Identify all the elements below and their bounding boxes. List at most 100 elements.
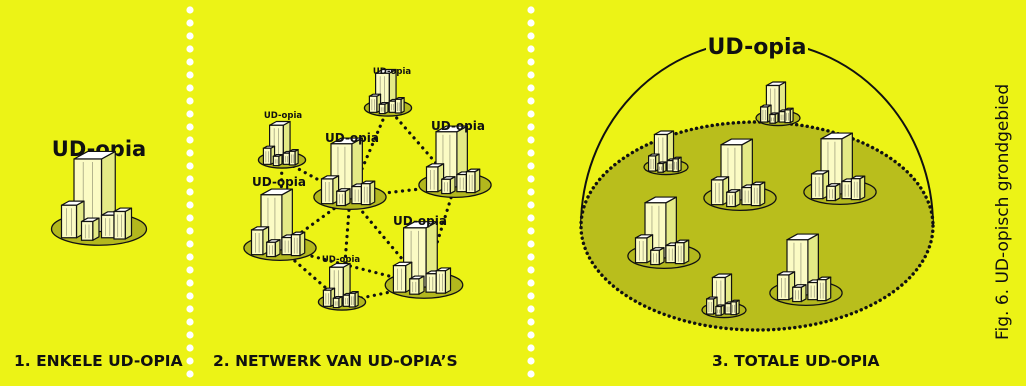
building-face <box>60 204 78 239</box>
separator-dot <box>527 201 535 209</box>
separator-dot <box>527 214 535 222</box>
separator-dot <box>527 292 535 300</box>
network-link <box>348 195 426 287</box>
separator-dot <box>527 227 535 235</box>
building-face <box>368 95 378 113</box>
territory-clusters <box>627 81 877 319</box>
separator-dot <box>186 123 194 131</box>
building-face <box>342 294 351 307</box>
network-cluster-label: UD-opia <box>264 111 302 121</box>
building-face <box>388 100 397 113</box>
building-side <box>683 239 690 265</box>
building-face <box>456 173 467 193</box>
separator-dot <box>527 123 535 131</box>
building-face <box>348 292 356 308</box>
building-face <box>826 185 836 202</box>
separator-dot <box>527 188 535 196</box>
territory-cluster <box>755 81 801 127</box>
separator-dot <box>527 370 535 378</box>
territory-ellipse <box>579 120 935 332</box>
building-face <box>290 234 301 257</box>
network-cluster-right <box>418 125 492 198</box>
building-face <box>710 179 724 206</box>
separator-dot <box>186 97 194 105</box>
building-face <box>100 214 115 239</box>
network-cluster-bottom-right <box>384 221 464 299</box>
territory-cluster <box>643 130 689 176</box>
separator-dot <box>186 110 194 118</box>
separator-dot <box>186 45 194 53</box>
building-face <box>441 178 451 195</box>
building-face <box>750 184 761 207</box>
figure-side-caption: Fig. 6. UD-opisch grondgebied <box>993 84 1013 340</box>
separator-dot <box>186 240 194 248</box>
building-side <box>825 276 832 302</box>
building-face <box>724 303 732 315</box>
building-face <box>320 178 334 205</box>
separator-dot <box>186 6 194 14</box>
building-face <box>810 173 824 200</box>
separator-dot <box>186 370 194 378</box>
separator-dot <box>186 357 194 365</box>
building-face <box>250 229 264 256</box>
panel-single-ud-opia: UD-opia 1. ENKELE UD-OPIA <box>14 137 183 370</box>
separator-dot <box>186 201 194 209</box>
separator-dot <box>186 344 194 352</box>
network-cluster-label: UD-opia <box>325 131 379 145</box>
city-cluster-icon <box>50 150 148 246</box>
network-cluster-label: UD-opia <box>322 255 360 265</box>
network-cluster-top <box>363 68 413 117</box>
separator-dot <box>527 331 535 339</box>
city-cluster-icon <box>50 150 148 246</box>
separator-dot <box>527 71 535 79</box>
separator-dot <box>186 149 194 157</box>
separator-dot <box>186 266 194 274</box>
network-clusters: UD-opiaUD-opiaUD-opiaUD-opiaUD-opiaUD-op… <box>243 67 492 311</box>
network-cluster-label: UD-opia <box>252 175 306 189</box>
separator-dot <box>186 175 194 183</box>
building-face <box>850 178 861 201</box>
separator-dot <box>527 136 535 144</box>
network-cluster-label: UD-opia <box>393 214 447 228</box>
separator-dot <box>186 32 194 40</box>
panel-total: UD-opia 3. TOTALE UD-OPIA Fig. 6. UD-opi… <box>579 33 1013 370</box>
building-face <box>281 236 292 256</box>
network-link <box>348 183 457 199</box>
separator-dot <box>527 318 535 326</box>
separator-dot <box>527 279 535 287</box>
building-face <box>807 281 819 301</box>
separator-dot <box>186 58 194 66</box>
building-face <box>672 158 679 173</box>
panel2-caption: 2. NETWERK VAN UD-OPIA’S <box>213 352 458 370</box>
building-face <box>425 273 437 293</box>
panel-separators <box>186 6 535 378</box>
panel1-caption: 1. ENKELE UD-OPIA <box>14 352 183 370</box>
separator-dot <box>186 214 194 222</box>
network-cluster-left <box>243 188 317 261</box>
building-side <box>369 180 376 206</box>
network-link <box>340 195 352 304</box>
separator-dot <box>186 279 194 287</box>
separator-dot <box>527 344 535 352</box>
separator-dot <box>186 19 194 27</box>
building-face <box>282 152 291 165</box>
building-face <box>776 274 790 301</box>
separator-dot <box>186 84 194 92</box>
building-face <box>262 147 272 165</box>
separator-dot <box>186 305 194 313</box>
building-face <box>435 270 447 294</box>
separator-dot <box>186 318 194 326</box>
separator-dot <box>527 84 535 92</box>
building-side <box>124 207 133 240</box>
building-face <box>409 278 420 295</box>
building-face <box>715 305 722 316</box>
panel3-title: UD-opia <box>708 35 807 60</box>
separator-dot <box>527 58 535 66</box>
building-face <box>730 301 737 316</box>
building-side <box>299 231 306 257</box>
separator-dot <box>527 305 535 313</box>
separator-dot <box>527 253 535 261</box>
building-face <box>650 249 660 266</box>
separator-dot <box>527 266 535 274</box>
